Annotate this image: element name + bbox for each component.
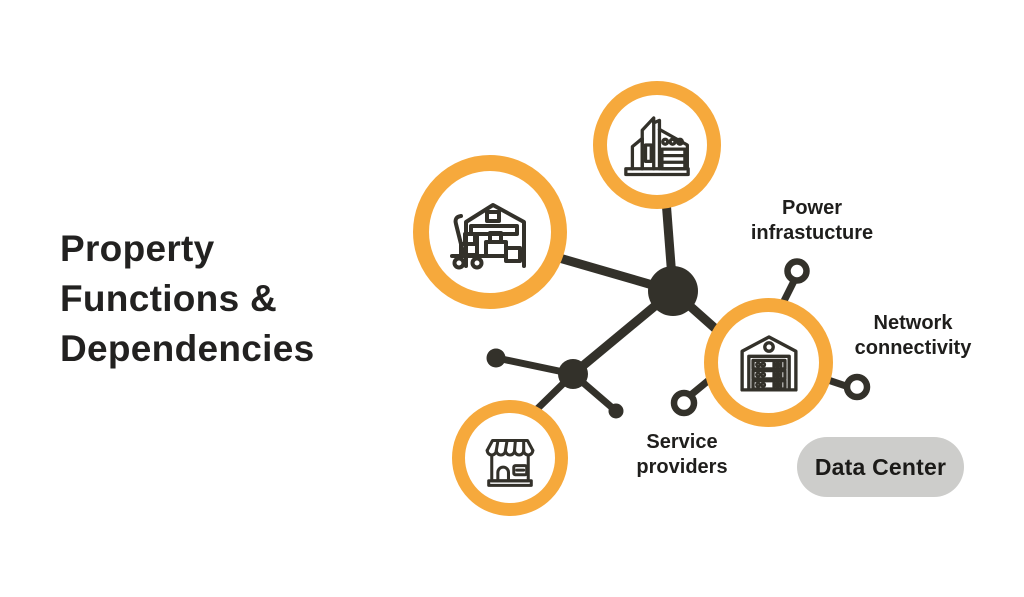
node-store <box>452 400 568 516</box>
central-hub-node <box>648 266 698 316</box>
mini-hub-node <box>558 359 588 389</box>
label-service-line-2: providers <box>636 456 728 478</box>
data-center-badge-label: Data Center <box>814 453 947 480</box>
page-title: Property Functions & Dependencies <box>60 224 400 374</box>
small-node-bottom <box>608 403 624 419</box>
network-ring-node <box>843 373 871 401</box>
page-title-line-3: Dependencies <box>60 328 315 369</box>
page-title-line-2: Functions & <box>60 278 278 319</box>
label-network-line-2: connectivity <box>854 337 972 359</box>
building-icon <box>616 104 698 186</box>
warehouse-icon <box>440 182 540 282</box>
storefront-icon <box>472 420 548 496</box>
page-title-line-1: Property <box>60 228 215 269</box>
label-power-line-1: Power <box>781 197 843 219</box>
label-service-line-1: Service <box>646 431 718 453</box>
label-service-providers: Service providers <box>597 430 767 480</box>
data-center-badge: Data Center <box>797 437 964 497</box>
server-rack-icon <box>727 321 811 405</box>
node-data-center <box>704 298 833 427</box>
service-ring-node <box>670 389 698 417</box>
label-power-infrastructure: Power infrastucture <box>727 196 897 246</box>
edge-power-ring-to-datacenter <box>780 279 798 303</box>
node-warehouse <box>413 155 567 309</box>
edge-network-ring-to-datacenter <box>826 376 848 390</box>
small-node-left <box>486 348 506 368</box>
label-network-connectivity: Network connectivity <box>828 311 998 361</box>
label-power-line-2: infrastucture <box>750 222 874 244</box>
node-building <box>593 81 721 209</box>
power-ring-node <box>784 258 810 284</box>
label-network-line-1: Network <box>873 312 953 334</box>
